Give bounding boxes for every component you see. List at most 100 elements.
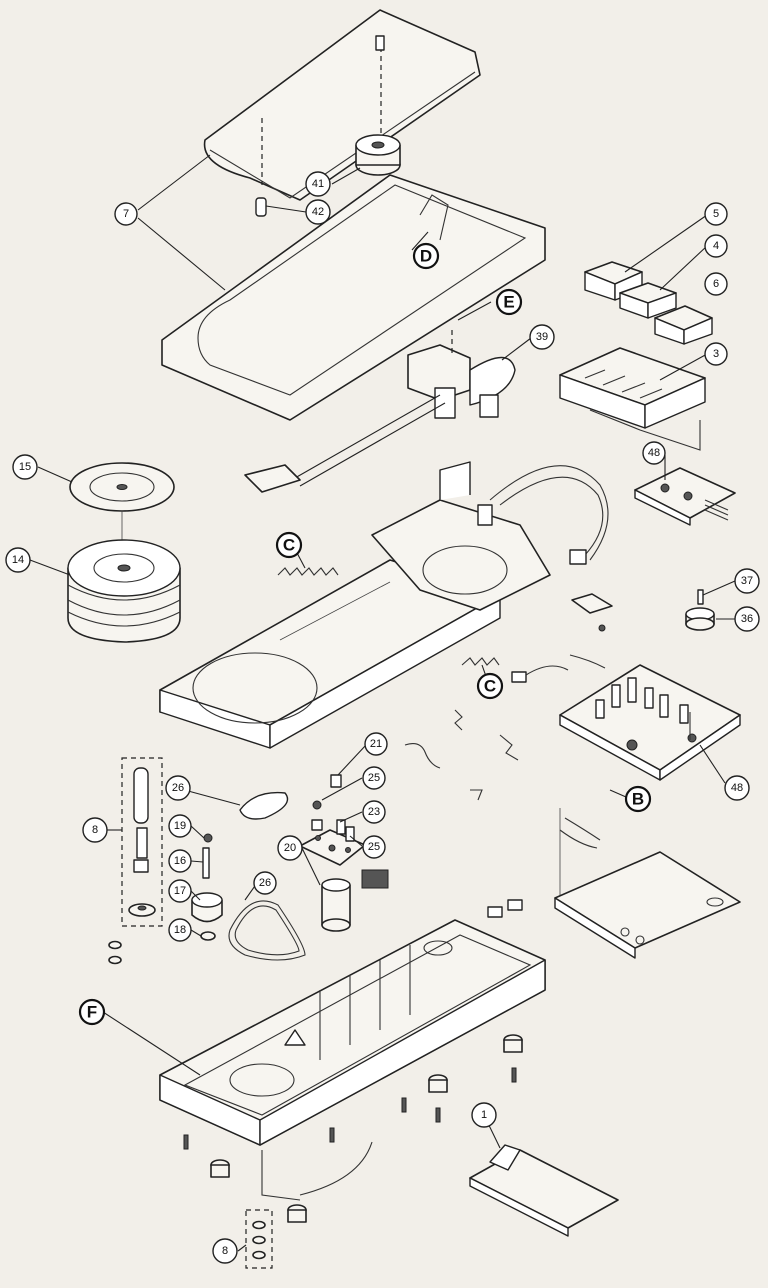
callout-1-label: 1 bbox=[481, 1109, 487, 1121]
callout-26-bottom-label: 26 bbox=[259, 877, 271, 889]
callout-48-top-label: 48 bbox=[648, 447, 660, 459]
callout-18: 18 bbox=[168, 918, 192, 942]
wire-harness bbox=[511, 654, 606, 895]
letter-F-label: F bbox=[87, 1003, 97, 1022]
callout-14-label: 14 bbox=[12, 554, 24, 566]
callout-5: 5 bbox=[704, 202, 728, 226]
callout-3-label: 3 bbox=[713, 348, 719, 360]
callout-48-bottom-label: 48 bbox=[731, 782, 743, 794]
callout-4: 4 bbox=[704, 234, 728, 258]
top-lid bbox=[203, 9, 481, 201]
callout-21: 21 bbox=[364, 732, 388, 756]
letter-C-lower-label: C bbox=[484, 677, 496, 696]
small-parts-21-25 bbox=[311, 774, 389, 889]
callout-7: 7 bbox=[114, 202, 138, 226]
shield-plate bbox=[554, 851, 741, 959]
spindle-assembly-8 bbox=[121, 757, 163, 927]
pulley-14 bbox=[67, 539, 181, 643]
callout-39: 39 bbox=[529, 324, 555, 350]
belt-26-large bbox=[228, 900, 306, 961]
letter-marker-B: B bbox=[624, 785, 652, 813]
letter-marker-F: F bbox=[78, 998, 106, 1026]
spring-lower bbox=[461, 657, 500, 666]
switch-assembly-3 bbox=[559, 347, 706, 451]
callout-20-label: 20 bbox=[284, 842, 296, 854]
callout-25-top: 25 bbox=[362, 766, 386, 790]
callout-18-label: 18 bbox=[174, 924, 186, 936]
pcb-48-main bbox=[559, 664, 741, 781]
callout-20: 20 bbox=[277, 835, 303, 861]
callout-37-label: 37 bbox=[741, 575, 753, 587]
spring-upper bbox=[277, 567, 339, 576]
callout-36: 36 bbox=[734, 606, 760, 632]
callout-42: 42 bbox=[305, 199, 331, 225]
callout-8-bottom: 8 bbox=[212, 1238, 238, 1264]
mechanism-chassis bbox=[371, 461, 609, 611]
washers-left bbox=[108, 940, 122, 965]
callout-8-bottom-label: 8 bbox=[222, 1245, 228, 1257]
platter-15 bbox=[69, 462, 175, 565]
callout-17-label: 17 bbox=[174, 885, 186, 897]
callout-36-label: 36 bbox=[741, 613, 753, 625]
callout-8-top: 8 bbox=[82, 817, 108, 843]
callout-37: 37 bbox=[734, 568, 760, 594]
callout-26-top-label: 26 bbox=[172, 782, 184, 794]
top-frame bbox=[161, 174, 546, 421]
callout-5-label: 5 bbox=[713, 208, 719, 220]
motor-assembly-39 bbox=[244, 330, 516, 493]
callout-41-label: 41 bbox=[312, 178, 324, 190]
callout-48-bottom: 48 bbox=[724, 775, 750, 801]
callout-42-label: 42 bbox=[312, 206, 324, 218]
pulley-36 bbox=[685, 607, 715, 631]
letter-D-label: D bbox=[420, 247, 432, 266]
callout-23: 23 bbox=[362, 800, 386, 824]
letter-C-upper-label: C bbox=[283, 536, 295, 555]
callout-23-label: 23 bbox=[368, 806, 380, 818]
callout-41: 41 bbox=[305, 171, 331, 197]
bottom-cover-1 bbox=[469, 1144, 619, 1237]
callout-19: 19 bbox=[168, 814, 192, 838]
callout-15: 15 bbox=[12, 454, 38, 480]
callout-6-label: 6 bbox=[713, 278, 719, 290]
callout-15-label: 15 bbox=[19, 461, 31, 473]
callout-26-top: 26 bbox=[165, 775, 191, 801]
letter-marker-C-lower: C bbox=[476, 672, 504, 700]
callout-17: 17 bbox=[168, 879, 192, 903]
letter-marker-D: D bbox=[412, 242, 440, 270]
idler-assembly bbox=[191, 833, 223, 941]
pulley-41 bbox=[355, 134, 401, 176]
motor-20 bbox=[299, 829, 366, 932]
bracket bbox=[571, 593, 613, 632]
base-chassis bbox=[159, 899, 546, 1146]
callout-7-label: 7 bbox=[123, 208, 129, 220]
callout-16: 16 bbox=[168, 849, 192, 873]
button-5 bbox=[584, 261, 643, 301]
callout-25-bottom-label: 25 bbox=[368, 841, 380, 853]
callout-3: 3 bbox=[704, 342, 728, 366]
small-springs bbox=[404, 709, 519, 801]
callout-14: 14 bbox=[5, 547, 31, 573]
callout-6: 6 bbox=[704, 272, 728, 296]
callout-48-top: 48 bbox=[642, 441, 666, 465]
callout-26-bottom: 26 bbox=[253, 871, 277, 895]
pin-42 bbox=[255, 197, 267, 217]
callout-21-label: 21 bbox=[370, 738, 382, 750]
button-6 bbox=[654, 305, 713, 345]
spindle-assembly-8-bottom bbox=[245, 1209, 273, 1269]
callout-16-label: 16 bbox=[174, 855, 186, 867]
letter-marker-C-upper: C bbox=[275, 531, 303, 559]
callout-25-top-label: 25 bbox=[368, 772, 380, 784]
belt-26-small bbox=[239, 791, 289, 820]
pcb-48-small bbox=[634, 467, 736, 526]
callout-8-top-label: 8 bbox=[92, 824, 98, 836]
callout-19-label: 19 bbox=[174, 820, 186, 832]
letter-marker-E: E bbox=[495, 288, 523, 316]
letter-B-label: B bbox=[632, 790, 644, 809]
letter-E-label: E bbox=[503, 293, 514, 312]
deck-plate bbox=[159, 559, 501, 749]
callout-1: 1 bbox=[471, 1102, 497, 1128]
callout-4-label: 4 bbox=[713, 240, 719, 252]
callout-25-bottom: 25 bbox=[362, 835, 386, 859]
